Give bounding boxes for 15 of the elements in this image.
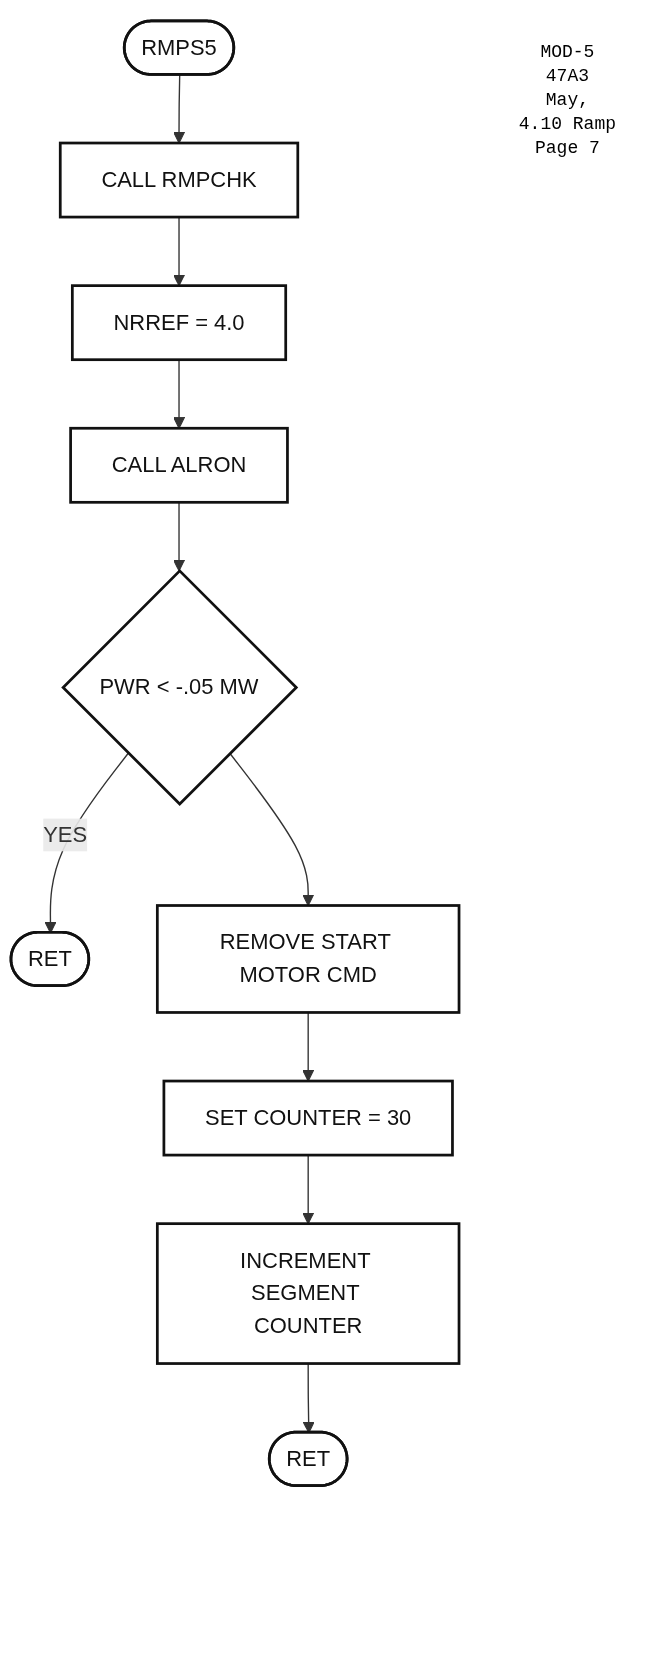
header-text: May, [544, 89, 590, 112]
header-text: MOD-5 [539, 41, 596, 64]
node-box: CALL RMPCHK [58, 141, 300, 219]
node-diamond: PWR < -.05 MW [61, 568, 299, 806]
arrow [173, 359, 186, 429]
node-box: SET COUNTER = 30 [162, 1079, 454, 1157]
edge-label: YES [43, 822, 88, 846]
node-box: CALL ALRON [69, 426, 289, 504]
header-text: Page 7 [534, 137, 601, 160]
node-box: NRREF = 4.0 [70, 284, 288, 362]
header-text: 4.10 Ramp [518, 113, 616, 136]
arrow [173, 74, 186, 144]
node-box: REMOVE START MOTOR CMD [155, 904, 461, 1014]
header-text: 47A3 [544, 65, 590, 88]
node-box: INCREMENT SEGMENT COUNTER [155, 1222, 461, 1365]
